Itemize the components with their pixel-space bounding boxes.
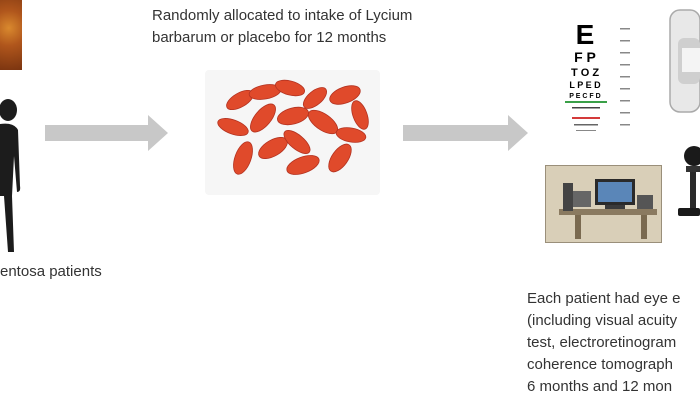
arrow-2-icon (403, 115, 528, 151)
eye-chart-row-3: T O Z (571, 67, 599, 79)
examination-caption: Each patient had eye e (including visual… (527, 288, 680, 398)
eye-chart: E F P T O Z L P E D P E C F D (565, 19, 630, 131)
exam-line-5: 6 months and 12 mon (527, 378, 673, 395)
patients-caption: entosa patients (0, 263, 102, 280)
arrow-2-shape (403, 115, 528, 151)
exam-line-3: test, electroretinogram (527, 334, 677, 351)
allocation-caption: Randomly allocated to intake of Lycium b… (152, 5, 412, 49)
exam-line-4: coherence tomograph (527, 356, 673, 373)
oct-workstation-photo (545, 165, 662, 243)
ophthalmic-instrument (678, 146, 700, 216)
arrow-1-shape (45, 115, 168, 151)
arrow-1-icon (45, 115, 168, 151)
allocation-line-1: Randomly allocated to intake of Lycium (152, 7, 413, 24)
fundus-photo (0, 0, 22, 70)
allocation-line-2: barbarum or placebo for 12 months (152, 29, 387, 46)
eye-chart-row-4: L P E D (569, 80, 601, 90)
phoropter-device (669, 9, 700, 113)
eye-chart-row-5: P E C F D (569, 93, 600, 100)
eye-chart-row-2: F P (574, 49, 596, 65)
patient-silhouette-icon (0, 99, 21, 252)
exam-line-1: Each patient had eye e (527, 290, 681, 307)
goji-berries-photo (205, 70, 380, 195)
eye-chart-row-1: E (576, 19, 595, 50)
exam-line-2: (including visual acuity (527, 312, 678, 329)
